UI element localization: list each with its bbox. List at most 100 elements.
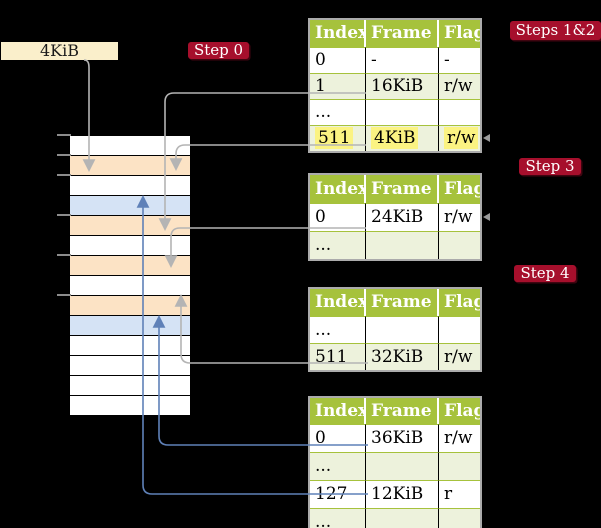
root-table-pointer: 4KiB [1, 42, 118, 60]
cell-text: 0 [315, 207, 326, 227]
cell-index: ... [310, 99, 366, 125]
cell-text: 127 [315, 484, 348, 504]
cell-frame: 32KiB [366, 343, 439, 370]
cell-flags [439, 231, 480, 259]
table-header-row: IndexFrameFlags [310, 175, 480, 203]
cell-index: 511 [310, 343, 366, 370]
cell-index: 1 [310, 73, 366, 99]
memory-frame-row-white [70, 356, 190, 376]
table-row: ... [310, 99, 480, 125]
column-header-frame: Frame [366, 20, 439, 47]
cell-frame [366, 508, 439, 528]
cell-frame [366, 452, 439, 480]
badge-steps-1-2: Steps 1&2 [510, 21, 601, 40]
cell-text: ... [315, 235, 332, 255]
cell-index: 511 [310, 125, 366, 151]
physical-memory-column [70, 135, 190, 416]
table-header-row: IndexFrameFlags [310, 20, 480, 47]
cell-flags: r/w [439, 125, 480, 151]
cell-flags: r/w [439, 203, 480, 231]
cell-frame: 16KiB [366, 73, 439, 99]
memory-tick [57, 134, 71, 136]
badge-step-4: Step 4 [514, 265, 576, 282]
cell-flags: r [439, 480, 480, 508]
table-row: 0 - - [310, 47, 480, 73]
cell-flags [439, 508, 480, 528]
table-row: ... [310, 452, 480, 480]
cell-text: ... [315, 512, 332, 528]
memory-frame-row-peach [70, 216, 190, 236]
cell-text: 32KiB [371, 347, 424, 367]
cell-text: 0 [315, 50, 326, 70]
cell-index: 127 [310, 480, 366, 508]
cell-frame: 24KiB [366, 203, 439, 231]
table-header-row: IndexFrameFlags [310, 289, 480, 316]
cell-flags [439, 452, 480, 480]
memory-frame-row-blue [70, 196, 190, 216]
column-header-frame: Frame [366, 289, 439, 316]
table-row: 127 12KiB r [310, 480, 480, 508]
cell-text: 0 [315, 428, 326, 448]
cell-text: r [444, 484, 453, 504]
memory-tick [57, 214, 71, 216]
column-header-index: Index [310, 398, 366, 424]
memory-frame-row-white [70, 236, 190, 256]
cell-index: 0 [310, 424, 366, 452]
memory-tick [57, 154, 71, 156]
cell-text: - [444, 50, 450, 70]
cell-text: ... [315, 102, 332, 122]
next-step-marker-icon [483, 134, 490, 142]
cell-index: ... [310, 316, 366, 343]
cell-text: r/w [444, 347, 473, 367]
memory-frame-row-peach [70, 156, 190, 176]
column-header-index: Index [310, 20, 366, 47]
table-step-3: IndexFrameFlags 0 24KiB r/w... [308, 173, 482, 261]
cell-index: ... [310, 508, 366, 528]
table-row: 0 36KiB r/w [310, 424, 480, 452]
cell-flags: r/w [439, 73, 480, 99]
memory-tick [57, 254, 71, 256]
table-row: 511 4KiB r/w [310, 125, 480, 151]
table-row: 0 24KiB r/w [310, 203, 480, 231]
column-header-frame: Frame [366, 398, 439, 424]
cell-index: 0 [310, 203, 366, 231]
cell-text: 4KiB [371, 127, 419, 149]
cell-flags [439, 316, 480, 343]
table-header-row: IndexFrameFlags [310, 398, 480, 424]
column-header-flags: Flags [444, 401, 480, 421]
cell-text: 36KiB [371, 428, 424, 448]
table-row: ... [310, 231, 480, 259]
cell-flags [439, 99, 480, 125]
next-step-marker-icon [483, 213, 490, 221]
cell-text: 511 [315, 127, 354, 149]
cell-text: ... [315, 456, 332, 476]
cell-text: 24KiB [371, 207, 424, 227]
column-header-index: Index [310, 175, 366, 203]
badge-step-0: Step 0 [188, 42, 249, 59]
column-header-index: Index [310, 289, 366, 316]
memory-frame-row-white [70, 176, 190, 196]
cell-text: - [371, 50, 377, 70]
cell-flags: r/w [439, 424, 480, 452]
column-header-flags: Flags [444, 23, 480, 43]
cell-text: 16KiB [371, 76, 424, 96]
cell-frame: 4KiB [366, 125, 439, 151]
memory-frame-row-peach [70, 256, 190, 276]
cell-text: r/w [444, 127, 479, 149]
memory-frame-row-blue [70, 316, 190, 336]
cell-frame [366, 99, 439, 125]
cell-frame [366, 316, 439, 343]
cell-text: r/w [444, 207, 473, 227]
cell-text: ... [315, 320, 332, 340]
cell-index: ... [310, 452, 366, 480]
cell-index: 0 [310, 47, 366, 73]
column-header-flags: Flags [444, 179, 480, 199]
cell-frame [366, 231, 439, 259]
memory-frame-row-white [70, 276, 190, 296]
column-header-frame: Frame [366, 175, 439, 203]
cell-text: 12KiB [371, 484, 424, 504]
